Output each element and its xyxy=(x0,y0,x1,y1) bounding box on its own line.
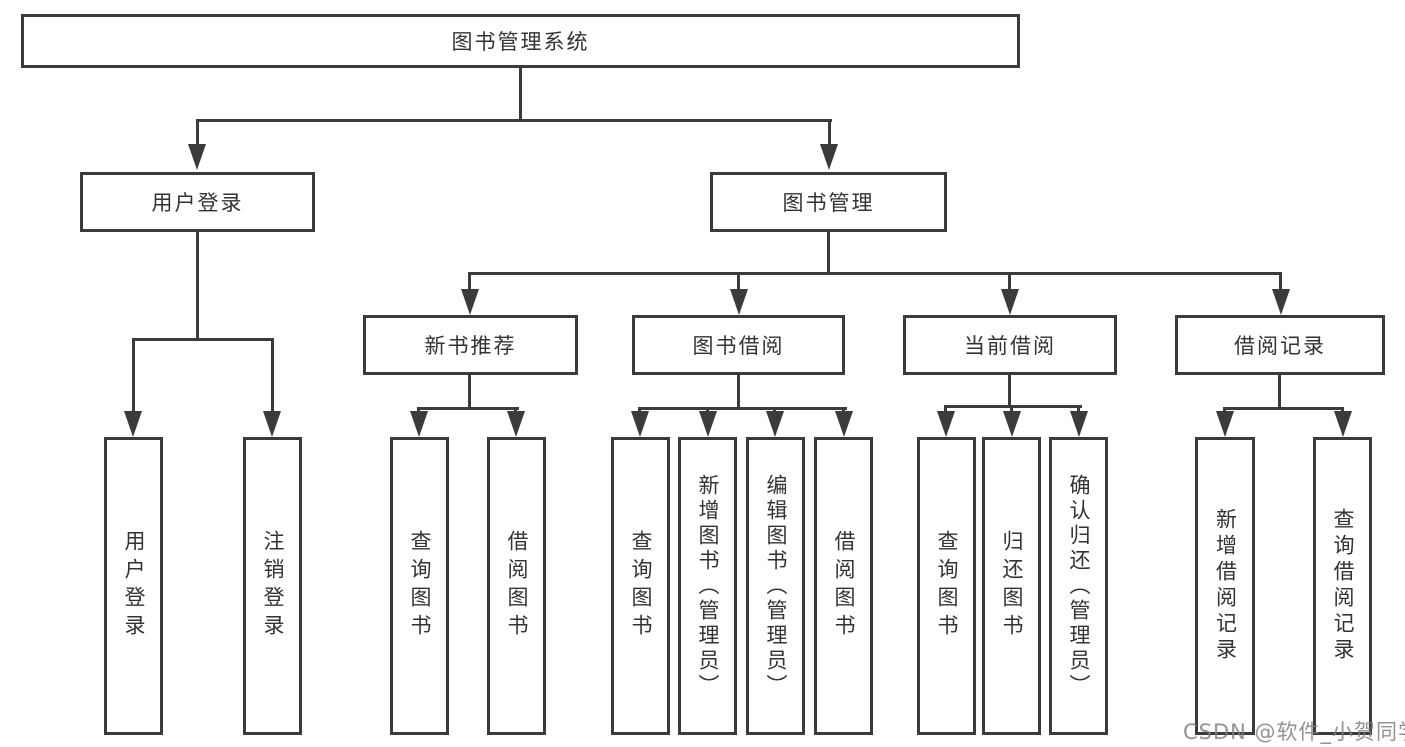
arrow-down-icon xyxy=(820,144,838,170)
edge-userlogin-stem xyxy=(196,232,199,338)
arrow-down-icon xyxy=(263,411,281,437)
leaf-add-books-admin: 新增图书（管理员） xyxy=(678,437,737,735)
arrow-down-icon xyxy=(1003,411,1021,437)
leaf-borrow-books-borrow: 借阅图书 xyxy=(814,437,873,735)
leaf-return-books: 归还图书 xyxy=(982,437,1041,735)
edge-bookmgmt-drop3 xyxy=(1008,274,1011,289)
edge-current-stem xyxy=(1008,375,1011,405)
node-new-book-recommend: 新书推荐 xyxy=(363,315,578,375)
edge-bookmgmt-stem xyxy=(827,232,830,272)
leaf-logout: 注销登录 xyxy=(243,437,302,735)
arrow-down-icon xyxy=(730,289,748,315)
edge-borrow-bar xyxy=(638,407,847,410)
arrow-down-icon xyxy=(766,411,784,437)
arrow-down-icon xyxy=(188,144,206,170)
arrow-down-icon xyxy=(631,411,649,437)
leaf-query-borrow-record: 查询借阅记录 xyxy=(1313,437,1372,735)
edge-root-drop-left xyxy=(196,121,199,145)
arrow-down-icon xyxy=(507,411,525,437)
edge-root-stem xyxy=(519,67,522,119)
arrow-down-icon xyxy=(1272,289,1290,315)
edge-userlogin-drop2 xyxy=(271,340,274,411)
edge-bookmgmt-drop2 xyxy=(737,274,740,289)
edge-recommend-bar xyxy=(417,407,519,410)
leaf-edit-books-admin: 编辑图书（管理员） xyxy=(746,437,805,735)
node-system-root: 图书管理系统 xyxy=(21,14,1020,68)
edge-root-drop-right xyxy=(828,121,831,145)
arrow-down-icon xyxy=(410,411,428,437)
node-current-borrow: 当前借阅 xyxy=(903,315,1117,375)
arrow-down-icon xyxy=(1216,411,1234,437)
edge-bookmgmt-drop1 xyxy=(468,274,471,289)
node-borrow-records: 借阅记录 xyxy=(1175,315,1385,375)
node-book-borrow: 图书借阅 xyxy=(632,315,845,375)
csdn-watermark: CSDN @软件_小贺同学 xyxy=(1183,720,1405,744)
edge-root-bar xyxy=(196,119,832,122)
arrow-down-icon xyxy=(1001,289,1019,315)
edge-bookmgmt-drop4 xyxy=(1279,274,1282,289)
edge-current-drop3 xyxy=(1077,407,1080,413)
arrow-down-icon xyxy=(835,411,853,437)
leaf-user-login: 用户登录 xyxy=(104,437,163,735)
leaf-query-books-current: 查询图书 xyxy=(917,437,976,735)
edge-recommend-stem xyxy=(468,375,471,407)
leaf-borrow-books-recommend: 借阅图书 xyxy=(487,437,546,735)
leaf-query-books-recommend: 查询图书 xyxy=(390,437,449,735)
arrow-down-icon xyxy=(124,411,142,437)
node-user-login: 用户登录 xyxy=(80,172,315,232)
edge-userlogin-drop1 xyxy=(132,340,135,411)
edge-current-bar xyxy=(944,405,1082,408)
edge-current-drop2 xyxy=(1010,407,1013,413)
edge-current-drop1 xyxy=(944,407,947,413)
leaf-query-books-borrow: 查询图书 xyxy=(611,437,670,735)
arrow-down-icon xyxy=(1070,411,1088,437)
arrow-down-icon xyxy=(1334,411,1352,437)
arrow-down-icon xyxy=(461,289,479,315)
node-book-management: 图书管理 xyxy=(710,172,947,232)
edge-userlogin-bar xyxy=(132,338,274,341)
edge-bookmgmt-bar xyxy=(468,272,1282,275)
arrow-down-icon xyxy=(699,411,717,437)
edge-records-stem xyxy=(1278,375,1281,407)
edge-borrow-stem xyxy=(737,375,740,407)
arrow-down-icon xyxy=(937,411,955,437)
leaf-add-borrow-record: 新增借阅记录 xyxy=(1195,437,1255,735)
edge-records-bar xyxy=(1223,407,1344,410)
leaf-confirm-return-admin: 确认归还（管理员） xyxy=(1049,437,1108,735)
